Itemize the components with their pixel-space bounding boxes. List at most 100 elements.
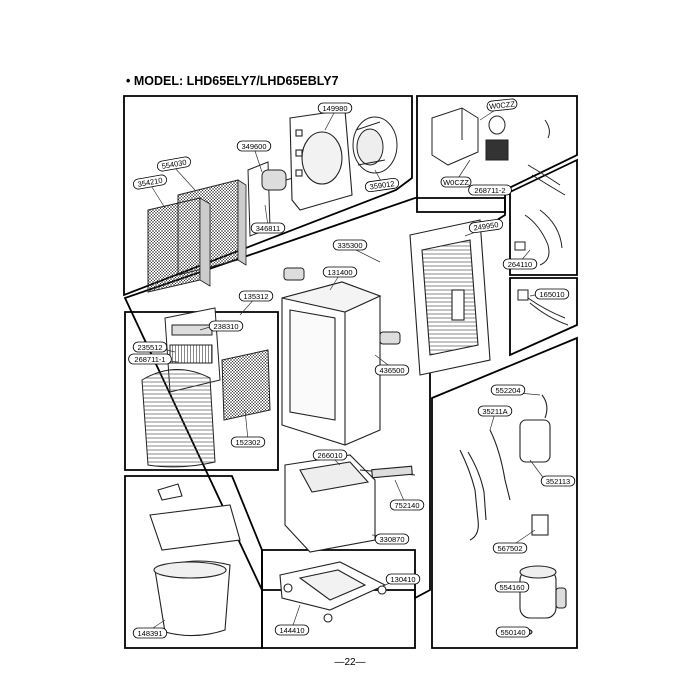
part-label-text: 148391: [137, 629, 162, 638]
part-label-bubble: [534, 288, 570, 300]
part-label-text: 135312: [243, 292, 268, 301]
part-label-text: 752140: [394, 501, 419, 510]
part-label-bubble: [468, 218, 504, 234]
page-number: —22—: [334, 657, 366, 668]
part-label-p268711_2: 268711-2: [468, 184, 512, 196]
part-label-p264110: 264110: [502, 258, 538, 270]
part-label-text: 552204: [495, 386, 520, 395]
part-label-bubble: [540, 475, 576, 487]
filter-sheet: [283, 267, 401, 345]
part-label-pW0CZZ1: W0CZZ: [486, 98, 518, 112]
part-label-bubble: [156, 156, 192, 172]
part-label-bubble: [492, 542, 528, 554]
part-label-text: 235512: [137, 343, 162, 352]
part-label-p567502: 567502: [492, 542, 528, 554]
wire-harness: [514, 209, 563, 266]
control-box: [431, 107, 566, 196]
part-label-text: 554160: [499, 583, 524, 592]
section-base: [261, 549, 416, 649]
part-label-bubble: [236, 140, 272, 152]
part-label-text: 335300: [337, 241, 362, 250]
drain-pan: [284, 454, 416, 553]
part-label-bubble: [250, 222, 286, 234]
section-front-panel: [124, 311, 279, 471]
part-label-p554030: 554030: [156, 156, 192, 172]
part-label-text: W0CZZ: [489, 99, 516, 111]
part-label-p346811: 346811: [250, 222, 286, 234]
water-bucket: [149, 483, 241, 637]
base-plate: [279, 561, 387, 623]
part-label-bubble: [332, 239, 368, 251]
part-label-bubble: [495, 626, 531, 638]
part-label-text: 131400: [327, 268, 352, 277]
part-label-p268711_1: 268711-1: [128, 353, 172, 365]
part-label-bubble: [494, 581, 530, 593]
rear-grille-panel: [409, 219, 491, 376]
part-label-bubble: [312, 449, 348, 461]
part-label-text: 352113: [546, 477, 570, 486]
part-label-bubble: [132, 627, 168, 639]
part-label-bubble: [374, 533, 410, 545]
part-label-text: 349600: [241, 142, 266, 151]
part-label-bubble: [208, 320, 244, 332]
part-label-text: 238310: [213, 322, 238, 331]
part-label-text: 554030: [161, 158, 187, 171]
part-label-bubble: [132, 174, 168, 190]
part-label-bubble: [440, 176, 472, 188]
part-label-text: 330870: [379, 535, 404, 544]
part-label-text: 567502: [497, 544, 522, 553]
part-label-p352113: 352113: [540, 475, 576, 487]
part-label-p149980: 149980: [317, 102, 353, 114]
part-label-p130410: 130410: [385, 573, 421, 585]
part-label-p554160: 554160: [494, 581, 530, 593]
part-label-p35211a: 35211A: [477, 405, 513, 417]
part-label-text: 354210: [137, 176, 163, 189]
part-label-pW0CZZ2: W0CZZ: [440, 176, 472, 188]
part-label-bubble: [274, 624, 310, 636]
part-label-bubble: [486, 98, 518, 112]
part-label-bubble: [389, 499, 425, 511]
part-label-p335300: 335300: [332, 239, 368, 251]
part-label-p436500: 436500: [374, 364, 410, 376]
part-label-p330870: 330870: [374, 533, 410, 545]
part-label-bubble: [477, 405, 513, 417]
part-label-p550140: 550140: [495, 626, 531, 638]
part-label-p359012: 359012: [364, 177, 400, 193]
part-label-p349600: 349600: [236, 140, 272, 152]
part-label-bubble: [502, 258, 538, 270]
cabinet-body: [281, 281, 382, 446]
part-label-text: 130410: [390, 575, 415, 584]
part-label-text: 165010: [539, 290, 564, 299]
part-number-labels: 149980 349600 554030 354210 359012 346811 W0CZ…: [128, 98, 576, 639]
part-label-text: 346811: [256, 224, 280, 233]
part-label-bubble: [132, 341, 168, 353]
part-label-p144410: 144410: [274, 624, 310, 636]
part-label-p266010: 266010: [312, 449, 348, 461]
air-filter: [221, 349, 271, 421]
part-label-text: 268711-2: [474, 186, 505, 195]
part-label-text: 152302: [235, 438, 260, 447]
fan-shroud: [289, 109, 353, 211]
power-wire: [517, 289, 569, 326]
part-label-text: 266010: [317, 451, 342, 460]
part-label-text: 264110: [508, 260, 532, 269]
part-label-bubble: [468, 184, 512, 196]
part-label-bubble: [128, 353, 172, 365]
front-panel: [141, 307, 221, 468]
section-harness: [509, 158, 578, 276]
part-label-text: 149980: [322, 104, 347, 113]
part-label-bubble: [364, 177, 400, 193]
part-label-p135312: 135312: [238, 290, 274, 302]
condenser-coil-front: [147, 197, 211, 293]
part-label-text: 436500: [379, 366, 404, 375]
part-label-p148391: 148391: [132, 627, 168, 639]
part-label-bubble: [317, 102, 353, 114]
part-label-text: W0CZZ: [443, 178, 469, 187]
part-label-bubble: [385, 573, 421, 585]
section-refrigeration: [431, 336, 578, 649]
part-label-p165010: 165010: [534, 288, 570, 300]
section-fan-coil: [123, 95, 413, 297]
part-label-text: 550140: [500, 628, 525, 637]
section-wire: [509, 277, 578, 357]
part-label-p131400: 131400: [322, 266, 358, 278]
